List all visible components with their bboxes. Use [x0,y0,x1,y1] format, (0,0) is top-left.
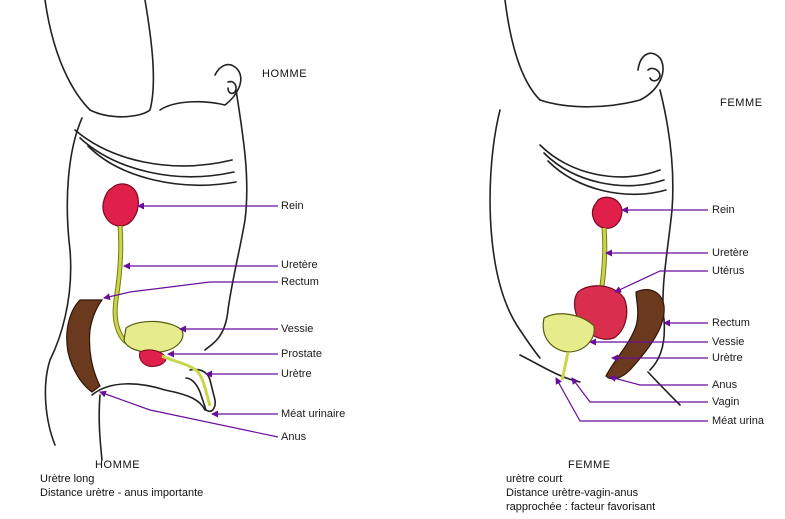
female-kidney-shape [592,197,622,228]
male-rectum-shape [67,300,102,392]
female-shoulder-outline [505,0,540,100]
female-caption-title: FEMME [506,458,655,472]
male-buttock-outline [92,384,205,410]
male-figure [45,0,247,460]
female-caption: FEMME urètre court Distance urètre-vagin… [506,458,655,514]
male-caption-line1: Urètre long [40,472,203,486]
male-prostate-shape [139,350,166,367]
female-back-outline [490,110,540,358]
female-caption-line2: Distance urètre-vagin-anus [506,486,655,500]
female-nipple-outline [648,68,660,80]
male-front-outline [205,90,247,350]
male-caption-title: HOMME [40,458,203,472]
label-meat-male: Méat urinaire [281,408,345,421]
female-caption-line3: rapprochée : facteur favorisant [506,500,655,514]
female-rib [548,161,666,194]
male-caption: HOMME Urètre long Distance urètre - anus… [40,458,203,500]
label-anus-female: Anus [712,379,737,392]
label-uretre-male: Urètre [281,368,312,381]
label-meat-female: Méat urina [712,415,764,428]
male-rib [80,138,234,177]
male-nipple-outline [228,82,236,94]
male-kidney-shape [103,184,138,226]
male-chest-outline [160,65,241,110]
label-uretere-female: Uretère [712,247,749,260]
label-rectum-female: Rectum [712,317,750,330]
female-rib [544,153,664,186]
female-lower-outline [648,372,680,405]
female-urethra-shape [562,352,568,380]
male-caption-line2: Distance urètre - anus importante [40,486,203,500]
label-prostate-male: Prostate [281,348,322,361]
female-header: FEMME [720,97,763,109]
pointer-rectum-m [104,282,278,298]
label-vagin-female: Vagin [712,396,739,409]
male-bladder-shape [124,321,183,352]
label-rein-female: Rein [712,204,735,217]
male-thigh-outline [99,395,102,460]
pointer-vagin-f [572,378,708,402]
male-organs [67,184,210,406]
male-arm-outline [45,0,153,117]
label-rein-male: Rein [281,200,304,213]
label-anus-male: Anus [281,431,306,444]
label-vessie-female: Vessie [712,336,744,349]
female-caption-line1: urètre court [506,472,655,486]
male-header: HOMME [262,68,307,80]
label-vessie-male: Vessie [281,323,313,336]
label-uretre-female: Urètre [712,352,743,365]
female-thigh-outline [520,355,580,382]
label-uterus-female: Utérus [712,265,744,278]
female-organs [543,197,664,380]
male-rib [75,130,232,166]
label-uretere-male: Uretère [281,259,318,272]
pointer-uterus-f [615,271,708,292]
label-rectum-male: Rectum [281,276,319,289]
female-chest-outline [540,53,663,106]
male-back-outline [45,118,82,445]
female-rib [540,145,660,177]
male-pointers [100,206,278,437]
